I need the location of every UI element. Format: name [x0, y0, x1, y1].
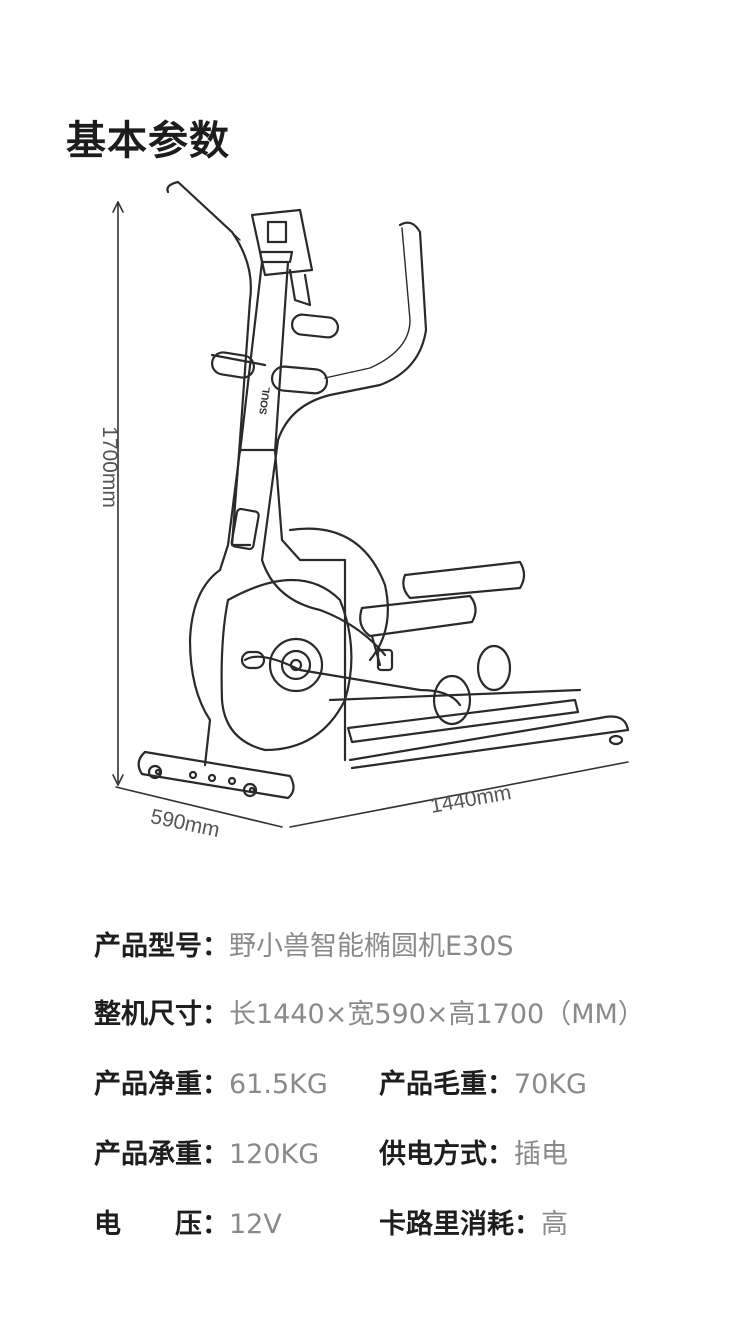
elliptical-machine-drawing: SOUL	[112, 180, 630, 828]
spec-label-model: 产品型号：	[94, 931, 229, 962]
brand-mark: SOUL	[258, 386, 273, 415]
spec-label-net-weight: 产品净重：	[94, 1069, 229, 1100]
pedal-roller-right	[476, 644, 512, 692]
spec-row-weight: 产品净重： 61.5KG 产品毛重： 70KG	[94, 1062, 587, 1101]
moving-arm-right	[260, 221, 428, 657]
spec-calorie: 卡路里消耗： 高	[379, 1202, 568, 1241]
spec-value-calorie: 高	[541, 1209, 568, 1240]
spec-label-voltage: 电 压：	[94, 1209, 229, 1240]
pedal-roller-left	[432, 674, 472, 726]
console-holder	[250, 208, 314, 277]
spec-label-load: 产品承重：	[94, 1139, 229, 1170]
spec-power: 供电方式： 插电	[379, 1132, 568, 1171]
spec-value-power: 插电	[514, 1139, 568, 1170]
spec-value-voltage: 12V	[229, 1209, 282, 1240]
guide-rail	[346, 698, 580, 744]
pedal-front	[359, 594, 477, 638]
spec-row-voltage-calorie: 电 压： 12V 卡路里消耗： 高	[94, 1202, 568, 1241]
height-dimension-label: 1700mm	[97, 426, 121, 508]
rear-stabilizer	[137, 750, 295, 800]
spec-value-gross-weight: 70KG	[514, 1069, 587, 1100]
spec-value-load: 120KG	[229, 1139, 320, 1170]
spec-row-load-power: 产品承重： 120KG 供电方式： 插电	[94, 1132, 568, 1171]
pedal-rear	[402, 560, 526, 600]
length-dimension-line	[289, 761, 629, 828]
page-title: 基本参数	[66, 118, 230, 164]
spec-row-model: 产品型号： 野小兽智能椭圆机E30S	[94, 924, 514, 963]
frame-mast	[188, 448, 347, 767]
spec-row-size: 整机尺寸： 长1440×宽590×高1700（MM）	[94, 992, 645, 1031]
spec-value-net-weight: 61.5KG	[229, 1069, 328, 1100]
flywheel-hub	[268, 637, 324, 693]
moving-arm-left	[166, 180, 252, 547]
fixed-handlebar-left	[210, 353, 267, 367]
spec-label-power: 供电方式：	[379, 1139, 514, 1170]
spec-label-calorie: 卡路里消耗：	[379, 1209, 541, 1240]
spec-value-model: 野小兽智能椭圆机E30S	[229, 931, 514, 962]
width-dimension-line	[115, 786, 283, 828]
spec-value-size: 长1440×宽590×高1700（MM）	[229, 999, 645, 1030]
height-dimension-line	[112, 201, 124, 786]
spec-label-gross-weight: 产品毛重：	[379, 1069, 514, 1100]
flywheel-housing	[220, 578, 353, 752]
spec-label-size: 整机尺寸：	[94, 999, 229, 1030]
crank-link	[243, 655, 462, 707]
spec-gross-weight: 产品毛重： 70KG	[379, 1062, 587, 1101]
center-column	[238, 260, 290, 454]
